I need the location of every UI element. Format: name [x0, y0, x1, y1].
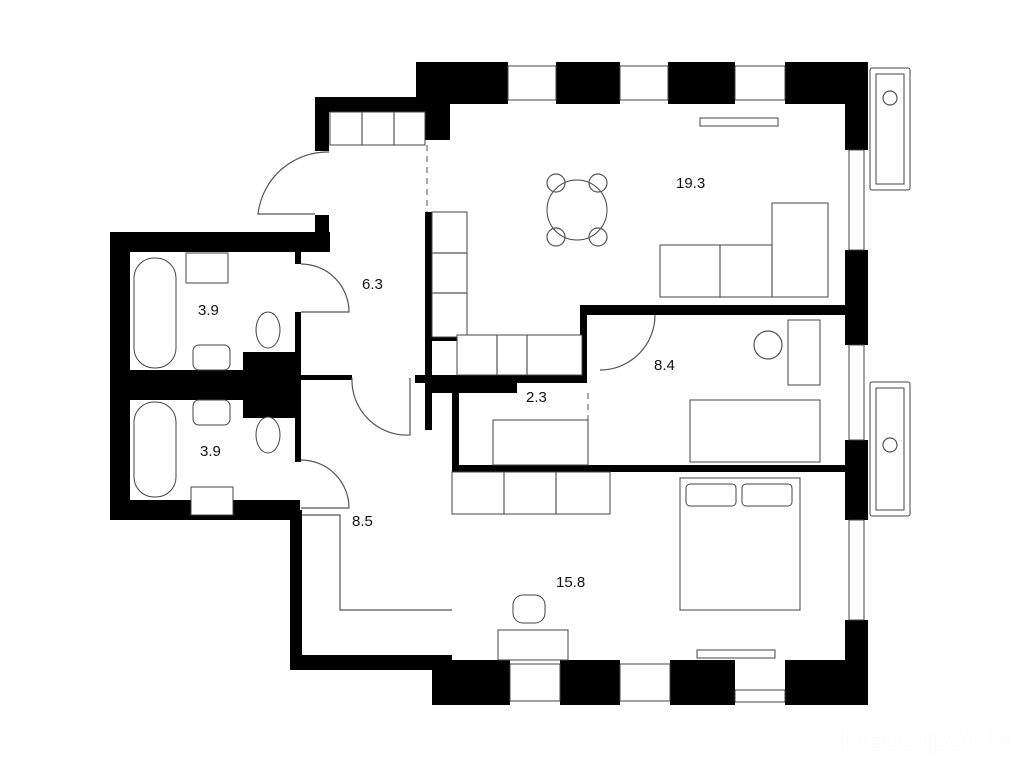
room-area-hallway: 8.5 [352, 513, 373, 530]
washer-1 [185, 252, 229, 284]
room-area-bedroom: 15.8 [556, 574, 586, 591]
wardrobe [451, 471, 611, 515]
room-area-storage: 2.3 [526, 389, 547, 406]
room-area-bathroom-2: 3.9 [200, 443, 221, 460]
watermark: Новострой-М [827, 724, 1015, 757]
room-area-living-kitchen: 19.3 [676, 175, 706, 192]
balconies [869, 67, 911, 517]
kitchen-counter [431, 211, 468, 338]
walls [110, 62, 868, 705]
room-area-kids-room: 8.4 [654, 357, 675, 374]
washer-2 [190, 486, 234, 516]
kids-bed [689, 399, 821, 463]
doors [257, 151, 656, 509]
windows [507, 65, 865, 703]
bathtub-2 [133, 401, 177, 498]
bathtub-1 [133, 257, 177, 369]
desk [497, 629, 569, 661]
furniture [133, 111, 829, 661]
room-area-bathroom-1: 3.9 [198, 302, 219, 319]
room-area-hallway-entry: 6.3 [362, 276, 383, 293]
tv [699, 117, 779, 127]
kids-desk [787, 319, 821, 386]
dining-table [546, 179, 608, 241]
